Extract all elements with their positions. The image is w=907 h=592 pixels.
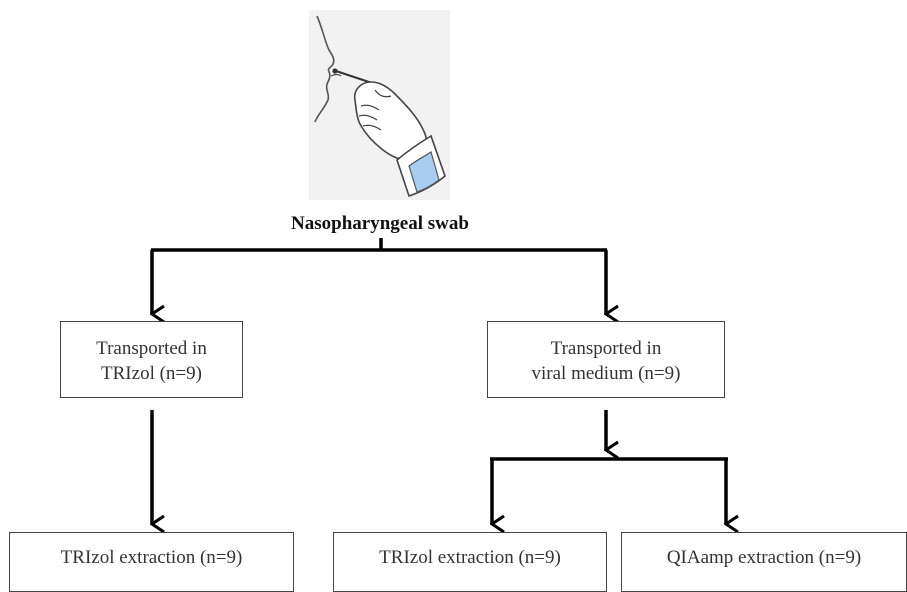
node-viral-transport-line2: viral medium (n=9) xyxy=(531,363,681,384)
root-node-label: Nasopharyngeal swab xyxy=(291,213,469,234)
node-viral-transport: Transported in viral medium (n=9) xyxy=(487,321,725,398)
node-trizol-transport-line2: TRIzol (n=9) xyxy=(101,363,202,384)
node-qiaamp-extraction-label: QIAamp extraction (n=9) xyxy=(666,547,862,568)
node-trizol-transport: Transported in TRIzol (n=9) xyxy=(60,321,243,398)
node-trizol-extraction-b: TRIzol extraction (n=9) xyxy=(333,532,607,592)
node-trizol-extraction-a: TRIzol extraction (n=9) xyxy=(9,532,294,592)
node-trizol-extraction-b-label: TRIzol extraction (n=9) xyxy=(379,547,561,568)
node-trizol-extraction-a-label: TRIzol extraction (n=9) xyxy=(60,547,243,568)
node-viral-transport-line1: Transported in xyxy=(550,338,662,359)
flow-connectors xyxy=(0,238,907,575)
node-qiaamp-extraction: QIAamp extraction (n=9) xyxy=(621,532,907,592)
nasal-swab-illustration-icon xyxy=(309,10,450,200)
node-trizol-transport-line1: Transported in xyxy=(96,338,207,359)
